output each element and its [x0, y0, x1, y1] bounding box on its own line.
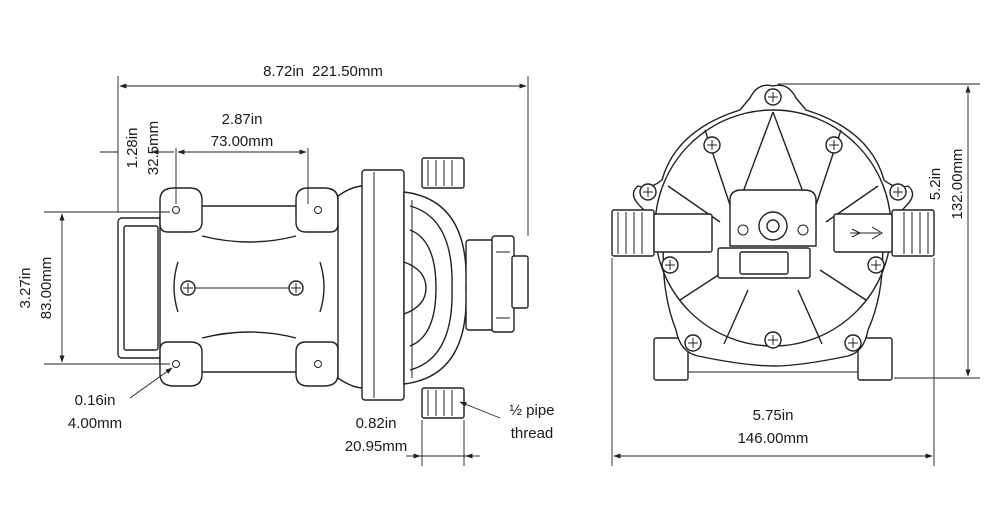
pump-head-plate: [361, 169, 405, 401]
thread-label-line2: thread: [511, 425, 554, 442]
screw-icon: [703, 136, 721, 154]
mount-spacing-inches-label: 2.87in: [222, 111, 263, 128]
mount-ear-bottom-left: [159, 341, 203, 387]
overall-height-inches-label: 5.2in: [927, 168, 944, 201]
screw-icon: [661, 256, 679, 274]
mount-hole-mm-label: 4.00mm: [68, 415, 122, 432]
front-view: 5.75in 146.00mm 5.2in 132.00mm: [611, 83, 980, 466]
screw-icon: [764, 331, 782, 349]
screw-icon: [825, 136, 843, 154]
screw-icon: [288, 280, 304, 296]
overall-height-mm-label: 132.00mm: [949, 149, 966, 220]
motor-end-cap: [117, 217, 165, 359]
flow-arrow-icon: [850, 226, 883, 240]
mount-hole-icon: [172, 206, 180, 214]
screw-icon: [867, 256, 885, 274]
overall-width-inches-label: 5.75in: [753, 407, 794, 424]
port-width-mm-label: 20.95mm: [345, 438, 408, 455]
screw-icon: [684, 334, 702, 352]
screw-icon: [764, 88, 782, 106]
mount-height-inches-label: 3.27in: [17, 268, 34, 309]
thread-label-line1: ½ pipe: [509, 402, 554, 419]
mount-ear-top-left: [159, 187, 203, 233]
screw-icon: [889, 183, 907, 201]
screw-icon: [180, 280, 196, 296]
top-port: [421, 157, 465, 189]
mount-hole-icon: [172, 360, 180, 368]
base-foot-left: [653, 337, 689, 381]
thread-leader: [459, 401, 501, 419]
mount-hole-icon: [314, 360, 322, 368]
flange: [337, 185, 365, 389]
base-foot-right: [857, 337, 893, 381]
mount-offset-mm-label: 32.5mm: [145, 121, 162, 175]
screw-icon: [639, 183, 657, 201]
mount-spacing-mm-label: 73.00mm: [211, 133, 274, 150]
mount-hole-leader: [129, 367, 173, 399]
mount-offset-inches-label: 1.28in: [124, 128, 141, 169]
screw-icon: [844, 334, 862, 352]
mount-ear-bottom-right: [295, 341, 339, 387]
mount-height-mm-label: 83.00mm: [38, 257, 55, 320]
mount-hole-inches-label: 0.16in: [75, 392, 116, 409]
mount-hole-icon: [314, 206, 322, 214]
port-width-inches-label: 0.82in: [356, 415, 397, 432]
mount-ear-top-right: [295, 187, 339, 233]
overall-width-mm-label: 146.00mm: [738, 430, 809, 447]
